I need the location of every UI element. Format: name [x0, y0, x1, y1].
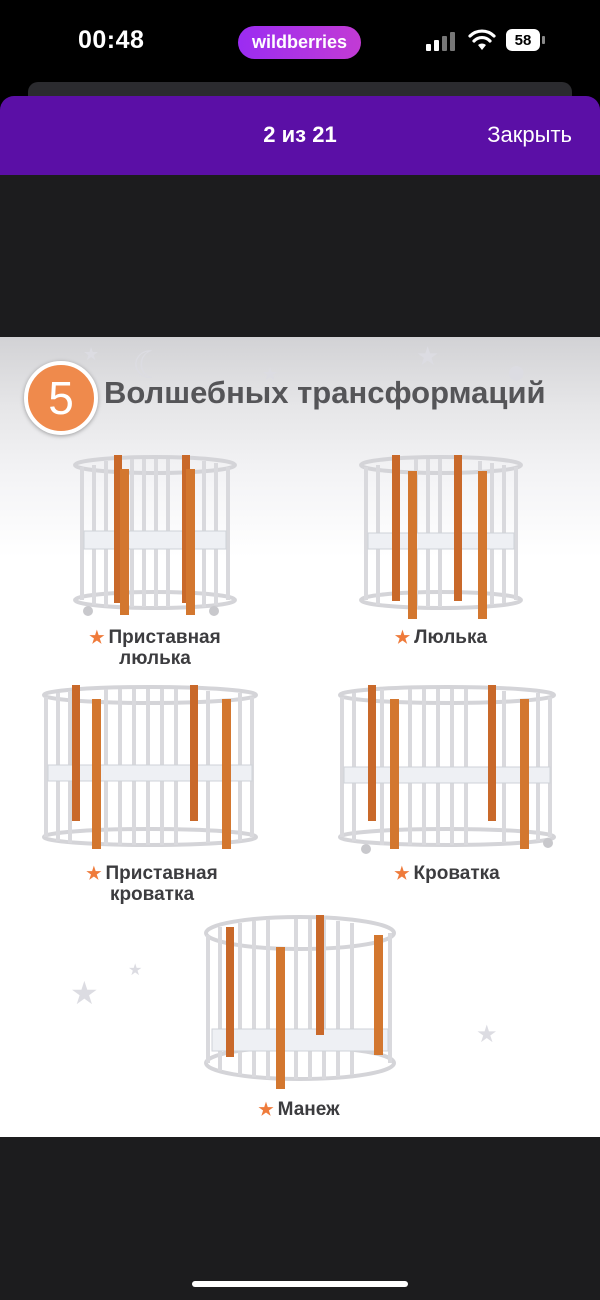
cellular-signal-icon	[426, 32, 455, 51]
wifi-icon	[468, 29, 496, 50]
mode-label-cot: ★Кроватка	[394, 863, 500, 884]
orange-star-icon: ★	[394, 864, 410, 883]
image-headline: Волшебных трансформаций	[104, 375, 546, 410]
crib-playpen-illustration	[204, 915, 396, 1089]
viewer-header: 2 из 21 Закрыть	[0, 96, 600, 175]
app-badge[interactable]: wildberries	[238, 26, 361, 59]
home-indicator[interactable]	[192, 1281, 408, 1287]
image-counter: 2 из 21	[263, 122, 337, 147]
background-star-icon: ●	[506, 353, 527, 391]
mode-label-playpen: ★Манеж	[258, 1099, 340, 1120]
battery-cap	[542, 36, 545, 44]
crib-bassinet-illustration	[359, 455, 523, 619]
background-star-icon: ★	[416, 341, 440, 371]
number-badge: 5	[24, 361, 98, 435]
background-star-icon: ★	[476, 1021, 498, 1048]
battery-icon: 58	[506, 29, 546, 51]
background-star-icon: ★	[83, 344, 100, 364]
background-star-icon: ★	[262, 364, 279, 384]
crib-cot-illustration	[338, 685, 556, 854]
crib-sidecar-cot-illustration	[42, 685, 258, 849]
orange-star-icon: ★	[394, 628, 411, 647]
background-moon-icon: ☾	[132, 345, 167, 387]
background-star-icon: ★	[128, 962, 143, 979]
battery-level: 58	[506, 29, 540, 51]
product-image[interactable]: ☾ ★ ★ ★ ● ★ ★ ★ 5 Волшебных трансформаци…	[0, 337, 600, 1137]
orange-star-icon: ★	[258, 1100, 274, 1119]
status-time: 00:48	[78, 26, 145, 54]
orange-star-icon: ★	[86, 864, 102, 883]
background-star-icon: ★	[70, 975, 99, 1011]
mode-label-bassinet: ★Люлька	[394, 627, 488, 648]
status-bar: 00:48 wildberries 58	[0, 0, 600, 82]
orange-star-icon: ★	[89, 628, 105, 647]
crib-bassinet-sidecar-illustration	[73, 455, 237, 616]
close-button[interactable]: Закрыть	[487, 122, 572, 147]
